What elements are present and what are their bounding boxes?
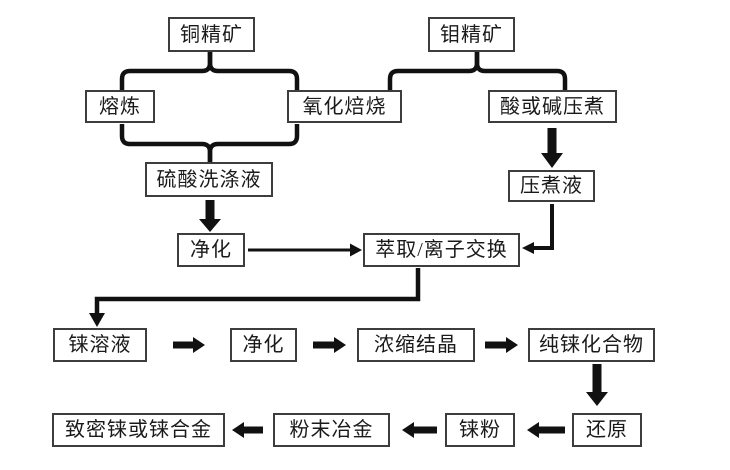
arrow-purify2-to-crystallize: [313, 337, 346, 353]
arrow-powder-to-metallurgy: [402, 422, 437, 438]
arrow-solution-to-purify2: [173, 337, 205, 353]
arrow-liquor-to-extraction-line: [534, 204, 554, 250]
node-oxidation-roasting: 氧化焙烧: [287, 90, 402, 123]
node-copper-concentrate: 铜精矿: [168, 17, 255, 52]
arrow-metallurgy-to-dense: [232, 422, 263, 438]
connector-mo-branch-left: [387, 52, 480, 91]
node-acid-alkali-pressure-cooking: 酸或碱压煮: [488, 90, 617, 123]
arrow-purify-to-extraction-head: [350, 243, 362, 257]
node-dense-rhenium-or-alloy: 致密铼或铼合金: [52, 413, 225, 447]
arrow-liquor-to-extraction-head: [522, 242, 534, 254]
arrow-extraction-to-solution-head: [89, 313, 105, 327]
arrow-reduction-to-powder: [527, 422, 565, 438]
node-reduction: 还原: [572, 413, 642, 447]
connector-cu-branch-left: [119, 52, 213, 91]
node-sulfuric-acid-wash-liquor: 硫酸洗涤液: [145, 162, 273, 197]
node-pure-rhenium-compound: 纯铼化合物: [528, 328, 655, 362]
node-pressure-cooking-liquor: 压煮液: [508, 170, 595, 202]
node-purification-2: 净化: [230, 328, 297, 362]
arrow-compound-to-reduction: [586, 364, 608, 406]
arrow-crystallize-to-compound: [485, 337, 518, 353]
connector-merge-left: [119, 124, 213, 163]
node-powder-metallurgy: 粉末冶金: [273, 413, 390, 447]
node-concentration-crystallization: 浓缩结晶: [357, 328, 475, 362]
node-rhenium-solution: 铼溶液: [53, 328, 147, 362]
connector-mo-branch-right: [474, 52, 568, 91]
node-purification-1: 净化: [177, 233, 245, 267]
arrow-wash-to-purify: [199, 200, 221, 232]
arrow-presscook-to-liquor: [541, 128, 563, 168]
arrow-extraction-to-solution-line: [94, 268, 421, 314]
node-rhenium-powder: 铼粉: [445, 413, 515, 447]
connector-merge-right: [207, 124, 300, 163]
node-smelting: 熔炼: [85, 90, 155, 123]
node-molybdenum-concentrate: 钼精矿: [428, 17, 515, 52]
node-extraction-ion-exchange: 萃取/离子交换: [363, 233, 520, 267]
connector-cu-branch-right: [207, 52, 300, 91]
